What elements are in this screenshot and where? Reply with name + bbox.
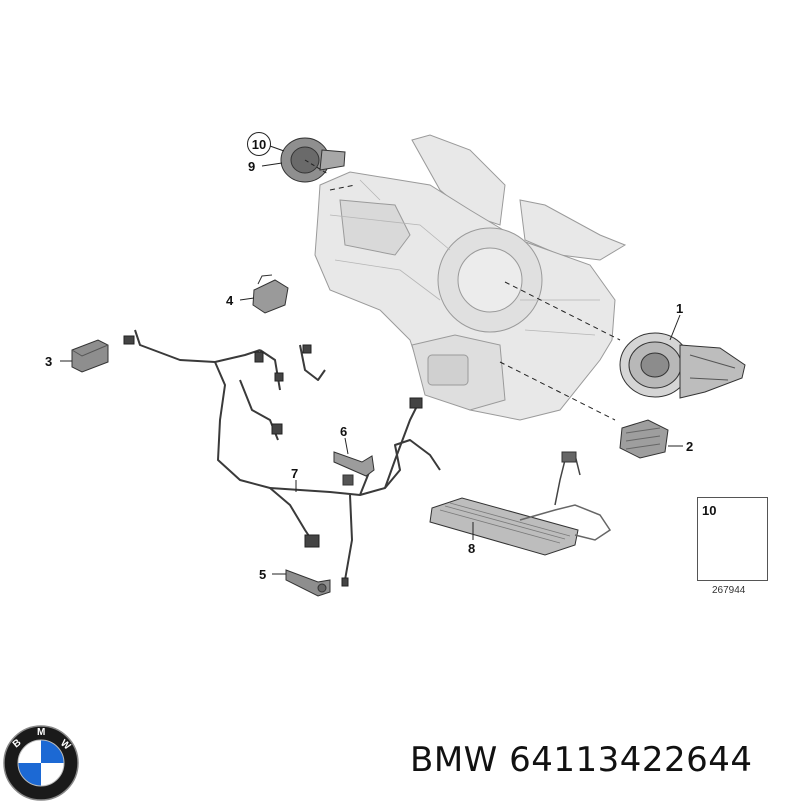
- actuator-4: [252, 274, 289, 314]
- callout-line-6: [344, 437, 349, 455]
- callout-line-10: [269, 145, 285, 152]
- svg-text:M: M: [37, 727, 45, 738]
- actuator-3: [71, 339, 109, 373]
- hvac-housing: [314, 134, 627, 421]
- housing-detail-lines: [329, 179, 600, 336]
- callout-line-4: [239, 297, 255, 301]
- bmw-logo: B M W: [3, 725, 79, 801]
- blower-motor: [619, 332, 746, 399]
- wiring-harness: [134, 329, 441, 581]
- sensor-6: [333, 451, 375, 486]
- callout-2: 2: [686, 439, 694, 454]
- callout-5: 5: [259, 567, 267, 582]
- sensor-5: [285, 569, 331, 597]
- callout-8: 8: [468, 541, 476, 556]
- callout-3: 3: [45, 354, 53, 369]
- callout-line-9b: [304, 159, 329, 175]
- stepper-motor: [280, 137, 346, 183]
- part-number-caption: BMW 64113422644: [410, 740, 753, 780]
- reference-box: 10: [697, 497, 768, 581]
- leader-lines: [329, 184, 621, 421]
- harness-connectors: [123, 335, 423, 587]
- blower-resistor: [619, 419, 669, 459]
- callout-line-1: [669, 314, 681, 341]
- callout-4: 4: [226, 293, 234, 308]
- callout-line-9: [261, 162, 283, 167]
- callout-7: 7: [291, 466, 299, 481]
- heater-core: [429, 451, 612, 556]
- callout-9: 9: [248, 159, 256, 174]
- callout-6: 6: [340, 424, 348, 439]
- reference-box-label: 10: [702, 503, 717, 518]
- diagram-id: 267944: [712, 585, 746, 596]
- callout-10: 10: [247, 132, 271, 156]
- callout-1: 1: [676, 301, 684, 316]
